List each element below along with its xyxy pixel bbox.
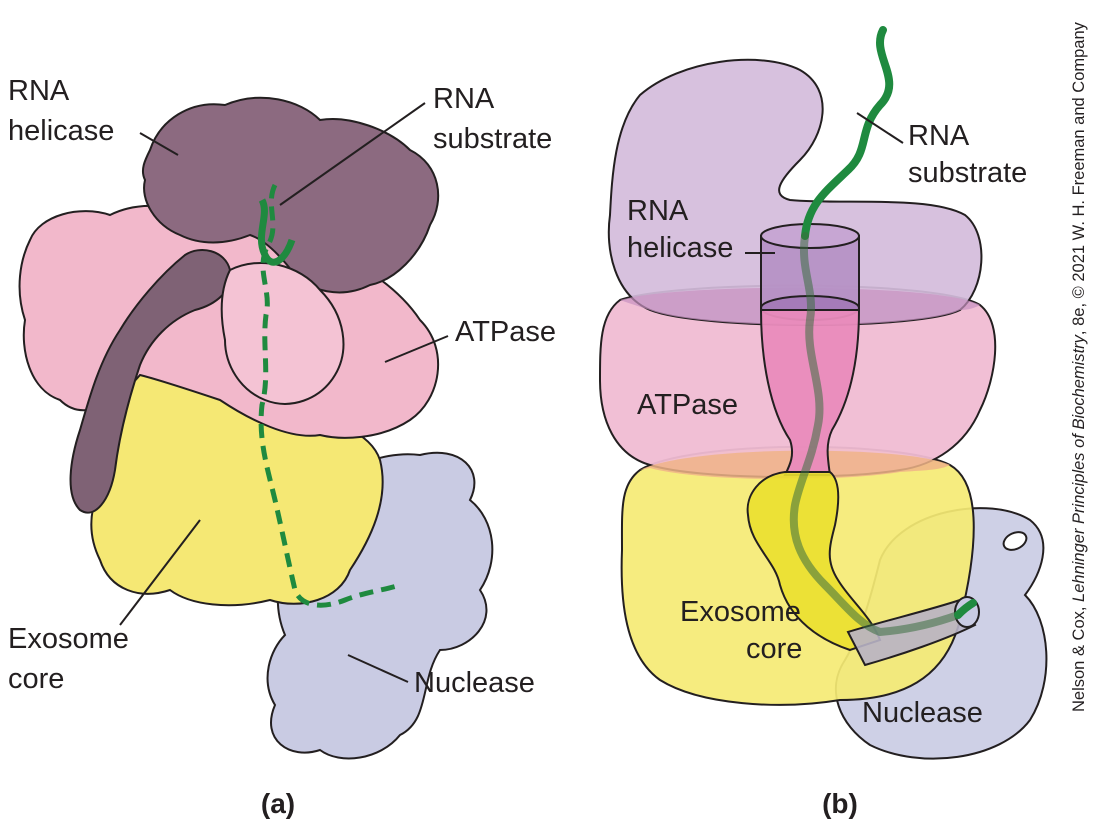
label-nuclease-b: Nuclease <box>862 697 983 729</box>
leader-rna-substrate-b <box>856 112 904 144</box>
leader-rna-helicase-a <box>139 132 179 156</box>
label-exosome-core-a-line1: Exosome <box>8 623 129 655</box>
leader-atpase-a <box>384 335 449 363</box>
label-atpase-a: ATPase <box>455 316 556 348</box>
panel-b: RNA substrate RNA helicase ATPase Exosom… <box>598 26 1048 819</box>
label-rna-helicase-a-line1: RNA <box>8 75 70 107</box>
nuclease-hole-b <box>1002 531 1028 551</box>
label-exosome-core-a-line2: core <box>8 663 64 695</box>
label-rna-helicase-a-line2: helicase <box>8 115 114 147</box>
panel-a: RNA helicase RNA substrate ATPase Exosom… <box>8 75 556 819</box>
label-rna-helicase-b-line2: helicase <box>627 232 733 264</box>
label-nuclease-a: Nuclease <box>414 667 535 699</box>
leader-nuclease-a <box>347 654 409 683</box>
rna-substrate-top-a <box>258 198 296 266</box>
label-atpase-b: ATPase <box>637 389 738 421</box>
label-rna-substrate-a-line1: RNA <box>433 83 495 115</box>
copyright-credit: Nelson & Cox, Lehninger Principles of Bi… <box>1070 21 1088 712</box>
label-rna-substrate-a-line2: substrate <box>433 123 552 155</box>
rna-substrate-inside-b <box>789 232 962 637</box>
label-exosome-core-b-line1: Exosome <box>680 596 801 628</box>
credit-authors: Nelson & Cox, <box>1070 602 1088 712</box>
atpase-lobe-a <box>220 262 345 405</box>
rna-substrate-end-b <box>954 599 977 619</box>
label-exosome-core-b-line2: core <box>746 633 802 665</box>
panel-label-a: (a) <box>261 788 295 819</box>
rna-helicase-shape-b <box>607 58 983 326</box>
rna-substrate-strand-b <box>801 26 894 240</box>
label-rna-substrate-b-line1: RNA <box>908 120 970 152</box>
label-rna-helicase-b-line1: RNA <box>627 195 689 227</box>
label-rna-substrate-b-line2: substrate <box>908 157 1027 189</box>
leader-exosome-core-a <box>119 519 201 626</box>
panel-label-b: (b) <box>822 788 858 819</box>
credit-rest: , 8e, © 2021 W. H. Freeman and Company <box>1070 21 1088 335</box>
leader-rna-substrate-a <box>279 102 426 206</box>
credit-book-title: Lehninger Principles of Biochemistry <box>1070 333 1088 602</box>
